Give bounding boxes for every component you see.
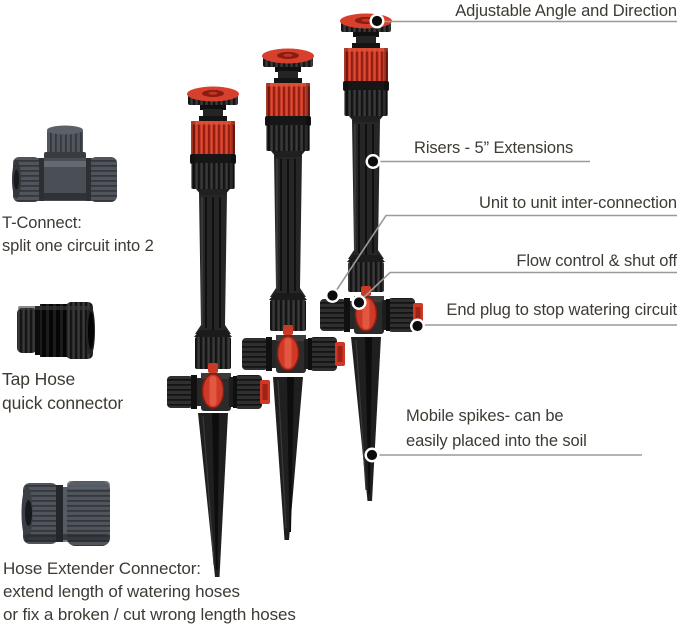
t-connect-image — [12, 125, 117, 202]
label-hose-extender: Hose Extender Connector: extend length o… — [3, 557, 296, 626]
sprinkler-middle — [241, 48, 346, 540]
leader-end-plug — [417, 324, 677, 327]
leader-unit-connection — [333, 214, 677, 295]
tap-hose-desc: quick connector — [2, 393, 124, 413]
hose-extender-desc1: extend length of watering hoses — [3, 582, 240, 601]
dot-adjustable-angle — [369, 13, 385, 29]
t-connect-desc: split one circuit into 2 — [2, 237, 154, 255]
hose-extender-name: Hose Extender Connector: — [3, 559, 201, 578]
tap-hose-name: Tap Hose — [2, 369, 76, 389]
callout-end-plug: End plug to stop watering circuit — [446, 301, 677, 319]
dot-flow-control — [351, 295, 367, 311]
hose-extender-desc2: or fix a broken / cut wrong length hoses — [3, 605, 296, 624]
dot-risers — [365, 153, 381, 169]
callout-mobile-spikes-line1: Mobile spikes- can be — [406, 407, 564, 425]
label-tap-hose: Tap Hose quick connector — [2, 367, 123, 415]
callout-mobile-spikes: Mobile spikes- can be easily placed into… — [406, 404, 587, 454]
callout-unit-connection: Unit to unit inter-connection — [479, 194, 677, 212]
dot-unit-connection — [325, 288, 341, 304]
callout-dots — [325, 13, 426, 463]
callout-flow-control: Flow control & shut off — [516, 252, 677, 270]
dot-end-plug — [410, 318, 426, 334]
sprinkler-left — [166, 86, 271, 577]
hose-extender-connector-image — [21, 481, 110, 546]
callout-risers: Risers - 5” Extensions — [414, 139, 574, 157]
dot-mobile-spikes — [364, 447, 380, 463]
leader-flow-control — [359, 271, 677, 302]
label-t-connect: T-Connect: split one circuit into 2 — [2, 212, 154, 258]
t-connect-name: T-Connect: — [2, 214, 82, 232]
callout-mobile-spikes-line2: easily placed into the soil — [406, 432, 587, 450]
tap-hose-connector-image — [17, 302, 95, 359]
callout-adjustable-angle: Adjustable Angle and Direction — [455, 2, 677, 20]
